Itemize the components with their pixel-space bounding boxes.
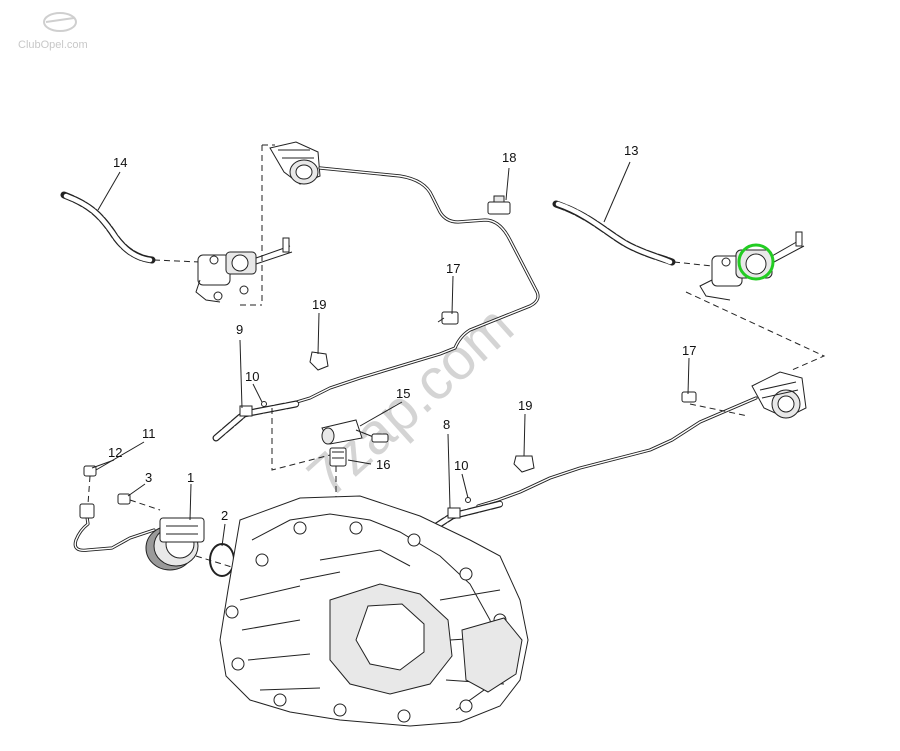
bolt-3 — [117, 493, 161, 511]
pipe-lower — [476, 396, 758, 508]
master-cylinder-right — [699, 231, 805, 301]
callout-9: 9 — [236, 322, 243, 337]
clip-17-upper — [437, 311, 459, 325]
hose-14 — [60, 191, 156, 264]
callout-16: 16 — [376, 457, 390, 472]
pipe-11 — [73, 508, 156, 552]
leader-1 — [189, 483, 192, 521]
clip-17-lower — [681, 391, 697, 403]
hose-9 — [212, 400, 300, 442]
logo-text: ClubOpel.com — [18, 39, 88, 51]
leader-17b — [687, 357, 690, 395]
leader-10b — [461, 473, 469, 499]
pin-10-upper — [261, 401, 267, 407]
leader-2 — [221, 523, 226, 547]
clip-19-lower — [513, 455, 535, 473]
leader-9 — [239, 339, 243, 409]
callout-17: 17 — [446, 261, 460, 276]
pipe-upper — [270, 166, 540, 410]
leader-8 — [447, 433, 451, 509]
leader-19b — [523, 413, 526, 457]
callout-2: 2 — [221, 508, 228, 523]
bleeder-12 — [79, 465, 97, 519]
leader-10a — [252, 383, 263, 403]
callout-12: 12 — [108, 445, 122, 460]
leader-19a — [317, 312, 320, 355]
callout-19: 19 — [312, 297, 326, 312]
leader-18 — [505, 167, 510, 201]
callout-11: 11 — [142, 426, 156, 441]
clip-19-upper — [309, 351, 329, 371]
callout-8: 8 — [443, 417, 450, 432]
quick-connector-right — [751, 371, 807, 419]
master-cylinder-left — [195, 237, 293, 303]
slave-cylinder-1 — [145, 517, 205, 571]
leader-12 — [91, 459, 115, 469]
leader-3 — [127, 483, 146, 497]
watermark-text: 7zap.com — [295, 293, 525, 510]
callout-10: 10 — [245, 369, 259, 384]
callout-1: 1 — [187, 470, 194, 485]
callout-18: 18 — [502, 150, 516, 165]
callout-3: 3 — [145, 470, 152, 485]
tee-fitting-15 — [321, 419, 389, 445]
leader-16 — [347, 459, 372, 465]
pin-10-lower — [465, 497, 471, 503]
seal-ring-2 — [209, 543, 235, 577]
hose-13 — [552, 200, 676, 266]
clubopel-logo: ClubOpel.com — [18, 12, 88, 51]
leader-13 — [603, 161, 631, 223]
callout-14: 14 — [113, 155, 127, 170]
callout-17: 17 — [682, 343, 696, 358]
leader-11 — [95, 441, 145, 471]
leader-15 — [359, 401, 403, 427]
quick-connector-top — [269, 141, 321, 185]
callout-13: 13 — [624, 143, 638, 158]
transmission-housing — [219, 495, 529, 727]
hose-16 — [329, 447, 347, 467]
leader-14 — [97, 171, 121, 211]
callout-19: 19 — [518, 398, 532, 413]
clip-18 — [487, 195, 511, 215]
callout-15: 15 — [396, 386, 410, 401]
callout-10: 10 — [454, 458, 468, 473]
leader-17a — [451, 275, 454, 315]
highlight-circle — [737, 243, 775, 281]
